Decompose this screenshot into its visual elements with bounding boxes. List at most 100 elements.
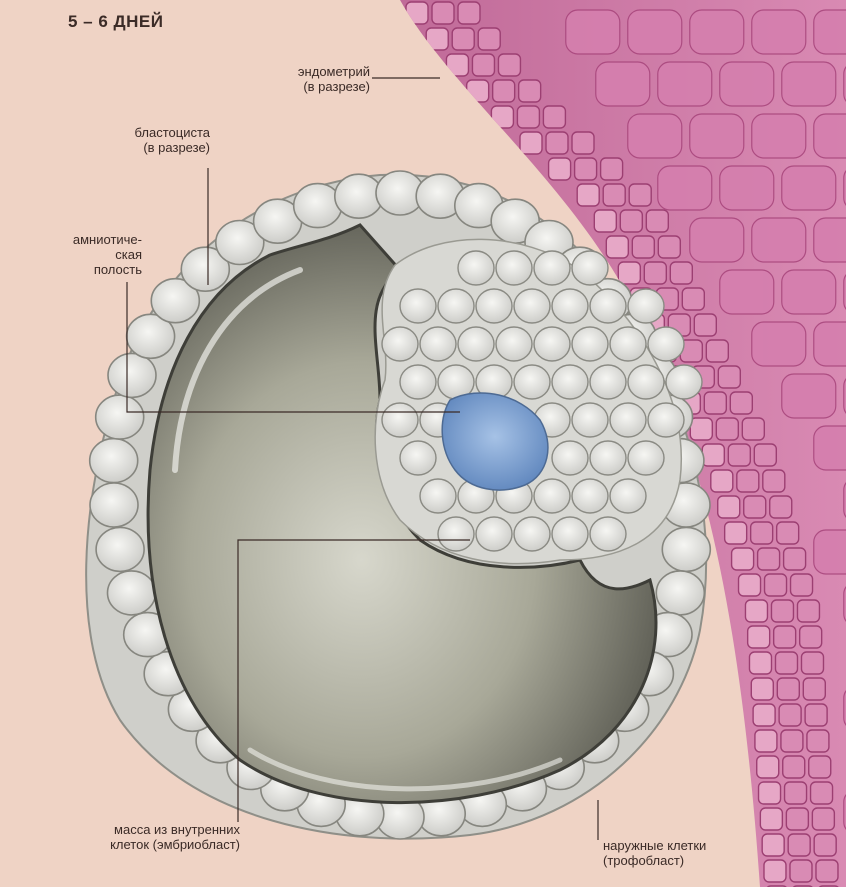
endometrium-cell — [716, 418, 738, 440]
endometrium-cell — [777, 678, 799, 700]
embryoblast-cell — [534, 479, 570, 513]
endometrium-cell — [760, 808, 782, 830]
embryoblast-cell — [610, 403, 646, 437]
endometrium-cell — [601, 158, 623, 180]
embryoblast-cell — [648, 327, 684, 361]
endometrium-cell — [758, 548, 780, 570]
endometrium-cell — [575, 158, 597, 180]
endometrium-cell — [771, 600, 793, 622]
endometrium-stroma-cell — [628, 10, 682, 54]
endometrium-cell — [748, 626, 770, 648]
endometrium-cell — [745, 600, 767, 622]
endometrium-stroma-cell — [814, 530, 846, 574]
endometrium-stroma-cell — [782, 270, 836, 314]
endometrium-cell — [737, 470, 759, 492]
embryoblast-cell — [572, 479, 608, 513]
label-amniotic-cavity: амниотиче- ская полость — [20, 232, 142, 277]
endometrium-cell — [749, 652, 771, 674]
endometrium-cell — [491, 106, 513, 128]
trophoblast-cell — [294, 184, 342, 228]
embryoblast-cell — [514, 517, 550, 551]
endometrium-cell — [520, 132, 542, 154]
endometrium-cell — [620, 210, 642, 232]
embryoblast-cell — [590, 441, 626, 475]
embryoblast-cell — [666, 365, 702, 399]
endometrium-cell — [775, 652, 797, 674]
endometrium-cell — [781, 730, 803, 752]
endometrium-stroma-cell — [782, 166, 836, 210]
endometrium-stroma-cell — [690, 218, 744, 262]
endometrium-cell — [732, 548, 754, 570]
endometrium-cell — [812, 808, 834, 830]
endometrium-cell — [670, 262, 692, 284]
endometrium-cell — [694, 314, 716, 336]
endometrium-cell — [493, 80, 515, 102]
endometrium-cell — [690, 418, 712, 440]
endometrium-cell — [711, 470, 733, 492]
endometrium-cell — [432, 2, 454, 24]
endometrium-cell — [682, 288, 704, 310]
endometrium-stroma-cell — [782, 62, 836, 106]
embryoblast-cell — [438, 289, 474, 323]
embryoblast-cell — [590, 365, 626, 399]
endometrium-cell — [765, 574, 787, 596]
endometrium-stroma-cell — [752, 114, 806, 158]
endometrium-stroma-cell — [752, 10, 806, 54]
embryoblast-cell — [590, 517, 626, 551]
endometrium-cell — [572, 132, 594, 154]
endometrium-stroma-cell — [814, 322, 846, 366]
endometrium-cell — [751, 522, 773, 544]
endometrium-cell — [803, 678, 825, 700]
endometrium-cell — [739, 574, 761, 596]
label-blastocyst: бластоциста (в разрезе) — [90, 125, 210, 155]
embryoblast-cell — [496, 251, 532, 285]
endometrium-cell — [742, 418, 764, 440]
endometrium-cell — [785, 782, 807, 804]
endometrium-cell — [577, 184, 599, 206]
endometrium-cell — [632, 236, 654, 258]
trophoblast-cell — [108, 571, 156, 615]
endometrium-cell — [809, 756, 831, 778]
endometrium-stroma-cell — [628, 114, 682, 158]
endometrium-cell — [801, 652, 823, 674]
embryoblast-cell — [382, 403, 418, 437]
embryoblast-cell — [382, 327, 418, 361]
endometrium-cell — [498, 54, 520, 76]
embryoblast-cell — [514, 365, 550, 399]
endometrium-cell — [458, 2, 480, 24]
label-endometrium: эндометрий (в разрезе) — [255, 64, 370, 94]
trophoblast-cell — [656, 571, 704, 615]
endometrium-cell — [730, 392, 752, 414]
endometrium-stroma-cell — [690, 114, 744, 158]
embryoblast-cell — [476, 289, 512, 323]
embryoblast-cell — [534, 251, 570, 285]
embryoblast-cell — [572, 251, 608, 285]
embryoblast-cell — [458, 251, 494, 285]
embryoblast-cell — [552, 289, 588, 323]
endometrium-cell — [777, 522, 799, 544]
endometrium-stroma-cell — [814, 114, 846, 158]
endometrium-cell — [406, 2, 428, 24]
endometrium-cell — [618, 262, 640, 284]
endometrium-cell — [784, 548, 806, 570]
endometrium-cell — [774, 626, 796, 648]
embryoblast-cell — [438, 517, 474, 551]
trophoblast-cell — [96, 527, 144, 571]
endometrium-cell — [764, 860, 786, 882]
endometrium-cell — [753, 704, 775, 726]
endometrium-cell — [517, 106, 539, 128]
embryoblast-cell — [400, 289, 436, 323]
embryoblast-cell — [400, 441, 436, 475]
endometrium-cell — [816, 860, 838, 882]
embryoblast-cell — [514, 289, 550, 323]
endometrium-cell — [426, 28, 448, 50]
embryoblast-cell — [534, 327, 570, 361]
endometrium-stroma-cell — [814, 426, 846, 470]
diagram-title: 5 – 6 ДНЕЙ — [68, 14, 163, 29]
endometrium-cell — [594, 210, 616, 232]
endometrium-cell — [759, 782, 781, 804]
endometrium-cell — [478, 28, 500, 50]
embryoblast-cell — [648, 403, 684, 437]
embryoblast-cell — [628, 441, 664, 475]
endometrium-cell — [786, 808, 808, 830]
